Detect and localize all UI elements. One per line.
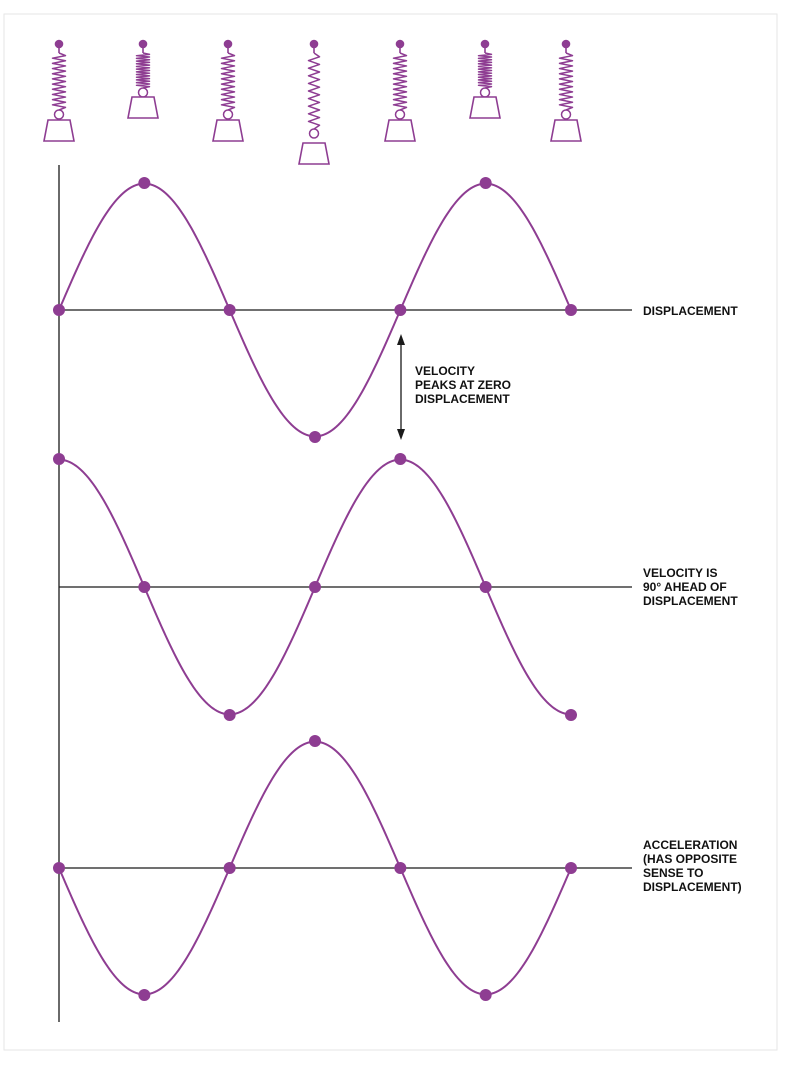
- spring-mass-icon: [212, 39, 244, 142]
- displacement-label-line: DISPLACEMENT: [643, 304, 738, 318]
- acceleration-marker: [479, 989, 492, 1001]
- velocity-marker: [479, 581, 492, 593]
- acceleration-label-line: SENSE TO: [643, 866, 703, 880]
- spring-mass-icon: [384, 39, 416, 142]
- velocity-label-line: DISPLACEMENT: [643, 594, 738, 608]
- annotation-label: VELOCITY PEAKS AT ZERO DISPLACEMENT: [415, 364, 514, 406]
- annotation-arrow: [397, 334, 405, 440]
- velocity-marker: [138, 581, 151, 593]
- velocity-label-line: 90° AHEAD OF: [643, 580, 727, 594]
- annotation-label-line: DISPLACEMENT: [415, 392, 510, 406]
- annotation-label-line: PEAKS AT ZERO: [415, 378, 511, 392]
- displacement-marker: [394, 304, 407, 316]
- acceleration-marker: [309, 735, 321, 747]
- acceleration-label-line: DISPLACEMENT): [643, 880, 742, 894]
- displacement-marker: [138, 177, 151, 189]
- spring-mass-icon: [550, 39, 582, 142]
- acceleration-marker: [138, 989, 151, 1001]
- spring-mass-row: [43, 39, 582, 165]
- displacement-marker: [479, 177, 492, 189]
- acceleration-marker: [565, 862, 577, 874]
- velocity-label-line: VELOCITY IS: [643, 566, 717, 580]
- velocity-marker: [565, 709, 577, 721]
- spring-mass-icon: [127, 39, 159, 119]
- velocity-label: VELOCITY IS 90° AHEAD OF DISPLACEMENT: [643, 566, 738, 608]
- annotation-label-line: VELOCITY: [415, 364, 475, 378]
- acceleration-curve-group: [53, 735, 632, 1001]
- displacement-marker: [223, 304, 236, 316]
- velocity-marker: [223, 709, 236, 721]
- acceleration-label: ACCELERATION (HAS OPPOSITE SENSE TO DISP…: [643, 838, 742, 894]
- waveforms: [53, 177, 632, 1001]
- velocity-curve-group: [53, 453, 632, 721]
- velocity-marker: [394, 453, 407, 465]
- spring-mass-icon: [43, 39, 75, 142]
- velocity-marker: [53, 453, 65, 465]
- diagram-border: [3, 13, 778, 1051]
- acceleration-marker: [53, 862, 65, 874]
- displacement-marker: [53, 304, 65, 316]
- acceleration-label-line: (HAS OPPOSITE: [643, 852, 737, 866]
- velocity-marker: [309, 581, 321, 593]
- acceleration-marker: [223, 862, 236, 874]
- acceleration-label-line: ACCELERATION: [643, 838, 737, 852]
- displacement-curve-group: [53, 177, 632, 443]
- displacement-label: DISPLACEMENT: [643, 304, 738, 318]
- spring-mass-icon: [469, 39, 501, 119]
- displacement-marker: [309, 431, 321, 443]
- displacement-marker: [565, 304, 577, 316]
- spring-mass-icon: [298, 39, 330, 165]
- acceleration-marker: [394, 862, 407, 874]
